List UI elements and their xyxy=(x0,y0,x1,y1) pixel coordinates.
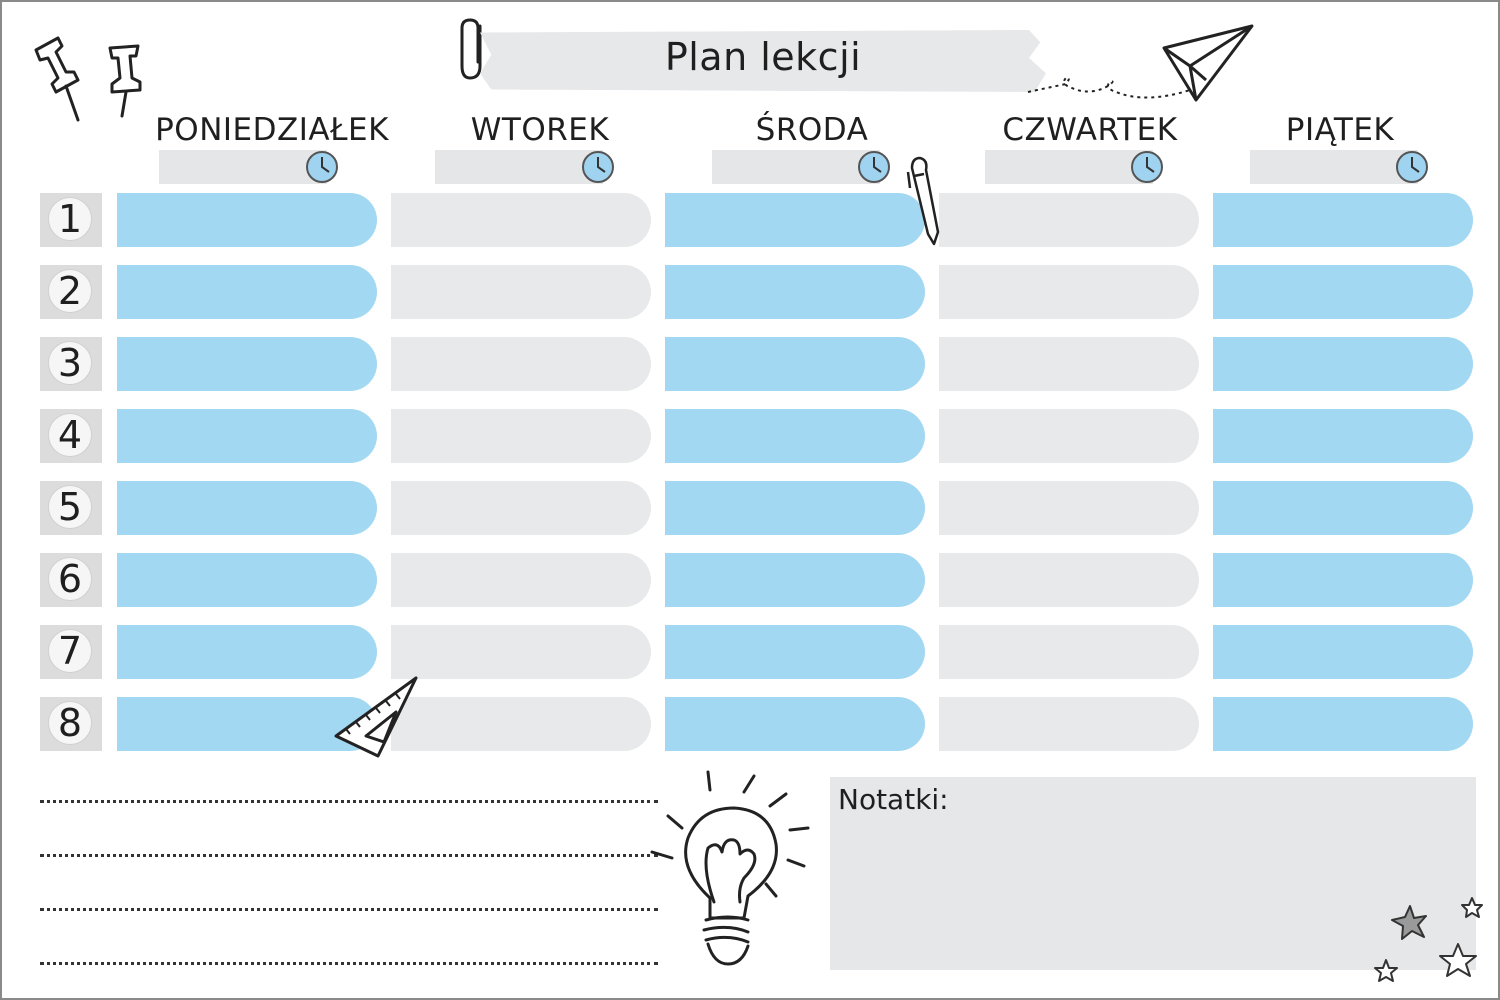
day-header-monday: PONIEDZIAŁEK xyxy=(155,112,389,148)
lesson-cell-thursday[interactable] xyxy=(939,265,1199,319)
star-icon xyxy=(1374,897,1483,982)
day-header-wednesday: ŚRODA xyxy=(755,112,869,148)
lesson-cell-friday[interactable] xyxy=(1213,193,1473,247)
lesson-number-box: 7 xyxy=(40,625,102,679)
lesson-cell-monday[interactable] xyxy=(117,337,377,391)
title-tape xyxy=(480,30,1046,92)
lesson-number: 3 xyxy=(48,341,92,385)
lesson-number: 7 xyxy=(48,629,92,673)
dotted-line xyxy=(40,962,658,965)
clock-icon xyxy=(858,151,890,183)
paper-plane-icon xyxy=(1027,24,1254,102)
dotted-line xyxy=(40,908,658,911)
lesson-cell-friday[interactable] xyxy=(1213,625,1473,679)
lesson-cell-tuesday[interactable] xyxy=(391,625,651,679)
lesson-cell-monday[interactable] xyxy=(117,265,377,319)
lesson-cell-wednesday[interactable] xyxy=(665,409,925,463)
lesson-cell-monday[interactable] xyxy=(117,697,377,751)
lesson-cell-tuesday[interactable] xyxy=(391,337,651,391)
lesson-cell-tuesday[interactable] xyxy=(391,697,651,751)
lesson-cell-thursday[interactable] xyxy=(939,409,1199,463)
day-header-friday: PIĄTEK xyxy=(1285,112,1395,148)
lesson-cell-thursday[interactable] xyxy=(939,193,1199,247)
lesson-number-box: 5 xyxy=(40,481,102,535)
notes-label: Notatki: xyxy=(838,783,949,816)
lesson-number-box: 2 xyxy=(40,265,102,319)
lesson-cell-wednesday[interactable] xyxy=(665,697,925,751)
notes-area[interactable]: Notatki: xyxy=(830,777,1476,970)
time-field-monday[interactable] xyxy=(159,150,327,184)
clock-icon xyxy=(582,151,614,183)
lesson-number: 1 xyxy=(48,197,92,241)
lesson-cell-monday[interactable] xyxy=(117,481,377,535)
lesson-cell-wednesday[interactable] xyxy=(665,625,925,679)
clock-icon xyxy=(1396,151,1428,183)
page-title: Plan lekcji xyxy=(664,35,862,79)
dotted-line xyxy=(40,854,658,857)
lesson-cell-wednesday[interactable] xyxy=(665,265,925,319)
lesson-cell-thursday[interactable] xyxy=(939,337,1199,391)
time-field-wednesday[interactable] xyxy=(712,150,880,184)
lesson-number-box: 6 xyxy=(40,553,102,607)
triangle-ruler-icon xyxy=(334,676,418,758)
lesson-cell-tuesday[interactable] xyxy=(391,481,651,535)
lesson-number: 5 xyxy=(48,485,92,529)
lesson-cell-friday[interactable] xyxy=(1213,337,1473,391)
lesson-cell-wednesday[interactable] xyxy=(665,553,925,607)
time-field-friday[interactable] xyxy=(1250,150,1418,184)
lesson-cell-thursday[interactable] xyxy=(939,697,1199,751)
lesson-cell-friday[interactable] xyxy=(1213,553,1473,607)
lesson-number: 4 xyxy=(48,413,92,457)
lesson-number-box: 4 xyxy=(40,409,102,463)
lesson-cell-thursday[interactable] xyxy=(939,481,1199,535)
lesson-cell-tuesday[interactable] xyxy=(391,409,651,463)
lesson-cell-wednesday[interactable] xyxy=(665,481,925,535)
lesson-cell-monday[interactable] xyxy=(117,625,377,679)
lesson-cell-monday[interactable] xyxy=(117,409,377,463)
lesson-cell-tuesday[interactable] xyxy=(391,553,651,607)
lightbulb-icon xyxy=(650,770,810,966)
lesson-number: 6 xyxy=(48,557,92,601)
day-header-thursday: CZWARTEK xyxy=(1002,112,1178,148)
paperclip-icon xyxy=(460,18,482,80)
lesson-cell-wednesday[interactable] xyxy=(665,193,925,247)
lesson-cell-tuesday[interactable] xyxy=(391,265,651,319)
time-field-thursday[interactable] xyxy=(985,150,1153,184)
lesson-number: 8 xyxy=(48,701,92,745)
lesson-number-box: 3 xyxy=(40,337,102,391)
day-header-tuesday: WTOREK xyxy=(470,112,610,148)
lesson-cell-thursday[interactable] xyxy=(939,553,1199,607)
lesson-number: 2 xyxy=(48,269,92,313)
lesson-cell-thursday[interactable] xyxy=(939,625,1199,679)
dotted-line xyxy=(40,800,658,803)
clock-icon xyxy=(1131,151,1163,183)
lesson-cell-friday[interactable] xyxy=(1213,481,1473,535)
lesson-cell-tuesday[interactable] xyxy=(391,193,651,247)
time-field-tuesday[interactable] xyxy=(435,150,603,184)
clock-icon xyxy=(306,151,338,183)
lesson-cell-friday[interactable] xyxy=(1213,265,1473,319)
lesson-number-box: 1 xyxy=(40,193,102,247)
lesson-number-box: 8 xyxy=(40,697,102,751)
pen-icon xyxy=(906,156,940,246)
lesson-cell-wednesday[interactable] xyxy=(665,337,925,391)
lesson-cell-friday[interactable] xyxy=(1213,697,1473,751)
lesson-cell-monday[interactable] xyxy=(117,193,377,247)
lesson-cell-monday[interactable] xyxy=(117,553,377,607)
pushpin-icon xyxy=(34,36,142,122)
lesson-cell-friday[interactable] xyxy=(1213,409,1473,463)
